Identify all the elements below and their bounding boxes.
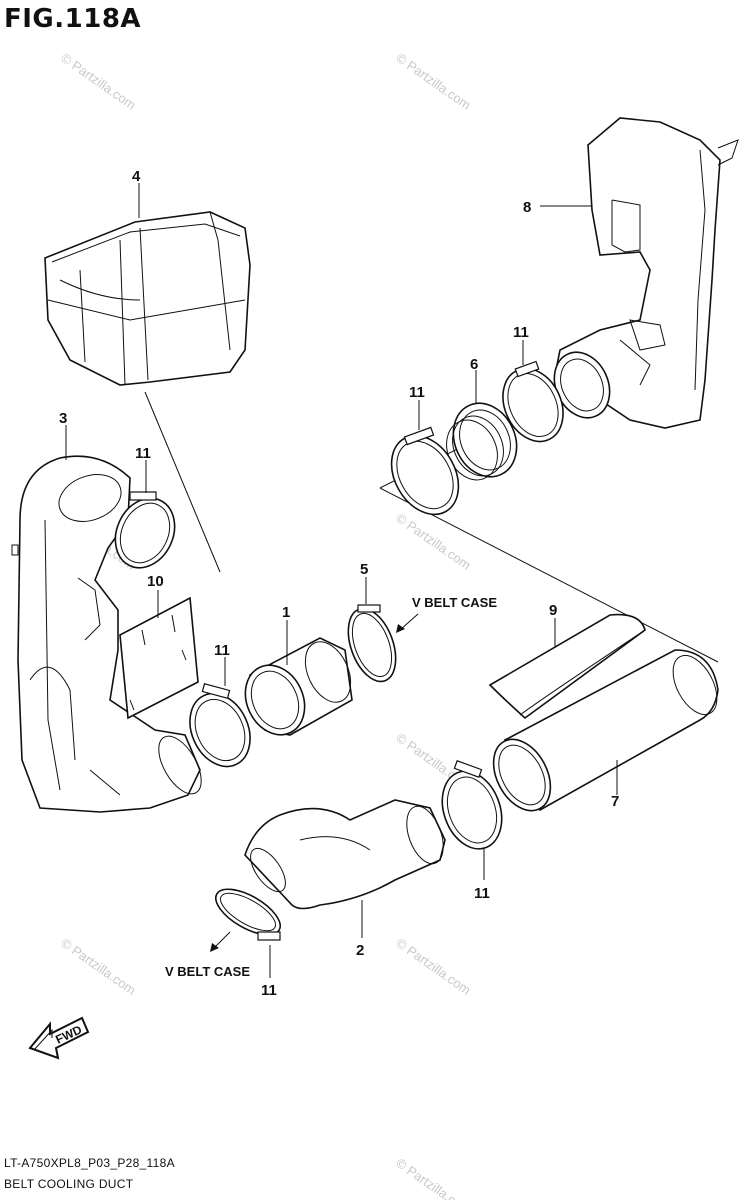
fwd-label: FWD: [53, 1022, 84, 1046]
watermark: © Partzilla.com: [393, 935, 473, 998]
callout-1: 1: [282, 604, 290, 621]
callout-5: 5: [360, 561, 368, 578]
callout-11: 11: [261, 982, 277, 999]
callout-9: 9: [549, 602, 557, 619]
part-6-sleeve[interactable]: [437, 393, 528, 488]
callout-11: 11: [214, 642, 230, 659]
callouts: 4 8 3 11 10 11 1 5 6 11 11 9 7 11 2 11: [59, 168, 619, 999]
fwd-arrow: FWD: [28, 1016, 90, 1060]
clamp-11-left-middle[interactable]: [179, 683, 262, 777]
clamp-11-upper-right[interactable]: [492, 359, 575, 452]
callout-11: 11: [474, 885, 490, 902]
vbelt-note-top: V BELT CASE: [396, 595, 497, 633]
figure-title: FIG.118A: [4, 4, 142, 34]
part-9-shell[interactable]: [488, 613, 646, 720]
watermark: © Partzilla.com: [58, 935, 138, 998]
watermark: © Partzilla.com: [393, 1155, 473, 1200]
part-2-elbow[interactable]: [244, 799, 450, 910]
callout-3: 3: [59, 410, 67, 427]
watermark-layer: © Partzilla.com © Partzilla.com © Partzi…: [58, 50, 473, 1200]
footer-part-code: LT-A750XPL8_P03_P28_118A: [4, 1156, 175, 1170]
assembly-line: [379, 487, 719, 663]
callout-10: 10: [147, 573, 164, 590]
callout-2: 2: [356, 942, 364, 959]
callout-8: 8: [523, 199, 531, 216]
clamp-11-bottom[interactable]: [209, 880, 287, 944]
callout-11: 11: [409, 384, 425, 401]
part-5-o-ring[interactable]: [339, 602, 404, 688]
vbelt-case-label: V BELT CASE: [412, 595, 497, 610]
callout-6: 6: [470, 356, 478, 373]
part-7-long-pipe[interactable]: [482, 648, 726, 820]
callout-11: 11: [135, 445, 151, 462]
footer-figure-name: BELT COOLING DUCT: [4, 1177, 134, 1191]
part-1-connector[interactable]: [234, 635, 359, 745]
callout-11: 11: [513, 324, 529, 341]
watermark: © Partzilla.com: [58, 50, 138, 113]
clamp-11-left-top[interactable]: [104, 489, 185, 578]
watermark: © Partzilla.com: [393, 50, 473, 113]
callout-4: 4: [132, 168, 141, 185]
watermark: © Partzilla.com: [393, 510, 473, 573]
callout-7: 7: [611, 793, 619, 810]
clamp-11-right-lower[interactable]: [432, 760, 512, 857]
vbelt-case-label: V BELT CASE: [165, 964, 250, 979]
part-3-lower-duct[interactable]: [11, 455, 210, 813]
part-4-cover[interactable]: [44, 211, 251, 386]
part-8-upper-duct[interactable]: [544, 117, 739, 429]
vbelt-note-bottom: V BELT CASE: [165, 931, 250, 979]
assembly-line: [144, 391, 221, 573]
callout-leaders: [65, 183, 618, 978]
clamp-11-upper-left[interactable]: [378, 424, 472, 527]
part-10-gasket[interactable]: [119, 596, 199, 720]
